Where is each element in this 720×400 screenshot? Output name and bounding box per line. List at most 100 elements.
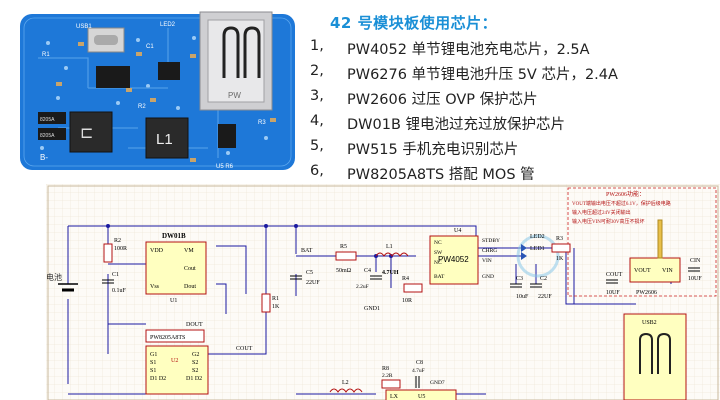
svg-text:LED1: LED1: [530, 246, 545, 252]
svg-text:Vss: Vss: [150, 284, 160, 290]
resistor-r5: [335, 251, 357, 261]
svg-text:输入电压超过24V关闭输出: 输入电压超过24V关闭输出: [572, 209, 631, 216]
resistor-r4: [403, 283, 423, 293]
chip-8205a-1: [38, 112, 66, 124]
capacitor-c8: [415, 376, 420, 388]
chip-pw8205-symbol: [145, 345, 209, 395]
pcb-passives: [56, 42, 276, 162]
svg-text:SW: SW: [434, 250, 443, 256]
led2-symbol: [521, 244, 527, 252]
capacitor-c1: [102, 279, 114, 284]
svg-text:R1: R1: [42, 52, 50, 58]
svg-text:STDBY: STDBY: [482, 238, 500, 244]
capacitor-c5: [290, 275, 302, 280]
svg-text:VDD: VDD: [150, 248, 164, 254]
svg-text:U5 R6: U5 R6: [216, 164, 234, 170]
capacitor-cout: [606, 279, 618, 284]
svg-text:VIN: VIN: [482, 258, 492, 264]
svg-text:R8: R8: [382, 366, 389, 372]
pw4052-chip-label: PW4052: [438, 255, 469, 264]
svg-text:S1: S1: [150, 360, 156, 366]
inductor-l1: [145, 117, 189, 159]
svg-text:0.1uF: 0.1uF: [112, 288, 127, 294]
svg-text:8205A: 8205A: [40, 133, 55, 139]
capacitor-c3: [510, 283, 522, 288]
resistor-r2: [103, 243, 113, 263]
svg-text:VIN: VIN: [662, 268, 673, 274]
svg-text:G2: G2: [192, 352, 199, 358]
svg-text:VOUT: VOUT: [634, 268, 651, 274]
connector-pin: [657, 219, 663, 259]
battery-symbol: 电池: [46, 272, 78, 292]
svg-text:C1: C1: [112, 272, 119, 278]
svg-text:VM: VM: [184, 248, 194, 254]
svg-text:NC: NC: [434, 260, 442, 266]
pcb-label-b-minus: B-: [40, 153, 48, 162]
svg-text:USB2: USB2: [642, 320, 657, 326]
resistor-r3: [551, 243, 571, 253]
resistor-r1: [261, 293, 271, 313]
pcb-label-pw: PW: [228, 91, 241, 100]
chip-8205a-2: [38, 128, 66, 140]
chip-pw6276: [158, 62, 180, 80]
svg-text:R4: R4: [402, 276, 409, 282]
svg-text:1K: 1K: [556, 256, 564, 262]
usb2-symbol: [623, 313, 687, 400]
svg-text:PW2606: PW2606: [636, 290, 657, 296]
svg-text:NC: NC: [434, 240, 442, 246]
svg-text:G1: G1: [150, 352, 157, 358]
pcb-board-render: PW 8205A 8205A ⊏ L1 USB1 LED2 R1 R2 R3 C…: [20, 11, 295, 170]
svg-text:R2: R2: [138, 104, 146, 110]
chip-pw4052-symbol: [429, 235, 479, 285]
svg-text:50mΩ: 50mΩ: [336, 268, 352, 274]
svg-text:C4: C4: [364, 268, 371, 274]
svg-text:22UF: 22UF: [538, 294, 552, 300]
inductor-l2-symbol: [329, 388, 363, 393]
svg-text:D1 D2: D1 D2: [150, 376, 166, 382]
svg-text:S2: S2: [192, 368, 198, 374]
svg-text:R3: R3: [258, 120, 266, 126]
svg-text:8205A: 8205A: [40, 117, 55, 123]
svg-text:R3: R3: [556, 236, 563, 242]
svg-text:C5: C5: [306, 270, 313, 276]
svg-text:C3: C3: [516, 276, 523, 282]
svg-text:U2: U2: [171, 358, 178, 364]
bat-net-label: BAT: [301, 248, 313, 254]
capacitor-c4: [370, 275, 382, 280]
svg-text:L1: L1: [156, 131, 173, 148]
svg-text:10UF: 10UF: [606, 290, 620, 296]
svg-text:1K: 1K: [272, 304, 280, 310]
svg-text:输入电压VIN可耐30V高压不损坏: 输入电压VIN可耐30V高压不损坏: [572, 218, 645, 225]
svg-text:⊏: ⊏: [80, 125, 93, 142]
svg-text:U5: U5: [418, 394, 425, 400]
svg-text:C2: C2: [540, 276, 547, 282]
pw2606-note-box: [567, 187, 717, 297]
svg-text:BAT: BAT: [434, 274, 445, 280]
svg-text:4.7uF: 4.7uF: [412, 368, 425, 374]
chip-dw01b-symbol: [145, 241, 207, 295]
svg-text:CIN: CIN: [690, 258, 701, 264]
inductor-l2: [69, 111, 113, 153]
svg-text:10uF: 10uF: [516, 294, 529, 300]
chip-dw01b: [218, 124, 236, 148]
svg-text:GND: GND: [482, 274, 494, 280]
svg-text:C8: C8: [416, 360, 423, 366]
svg-text:100R: 100R: [114, 246, 127, 252]
svg-text:DOUT: DOUT: [186, 322, 203, 328]
battery-label: 电池: [46, 272, 62, 282]
resistor-r8: [381, 379, 401, 389]
svg-text:VOUT端输出电压不超过6.1V，保护后级电路: VOUT端输出电压不超过6.1V，保护后级电路: [572, 200, 671, 207]
chip-pw2606-symbol: [629, 257, 681, 283]
capacitor-c2: [530, 283, 542, 288]
svg-text:2.2R: 2.2R: [382, 373, 393, 379]
chip-pw4052: [96, 66, 130, 88]
pcb-label-usb1: USB1: [76, 24, 92, 30]
svg-text:C1: C1: [146, 44, 154, 50]
chip-u5-symbol: [385, 389, 457, 400]
pcb-label-led2: LED2: [160, 22, 176, 28]
svg-text:Cout: Cout: [184, 266, 196, 272]
svg-text:4.7UH: 4.7UH: [382, 270, 399, 276]
svg-text:S2: S2: [192, 360, 198, 366]
svg-text:R2: R2: [114, 238, 121, 244]
svg-text:Dout: Dout: [184, 284, 196, 290]
